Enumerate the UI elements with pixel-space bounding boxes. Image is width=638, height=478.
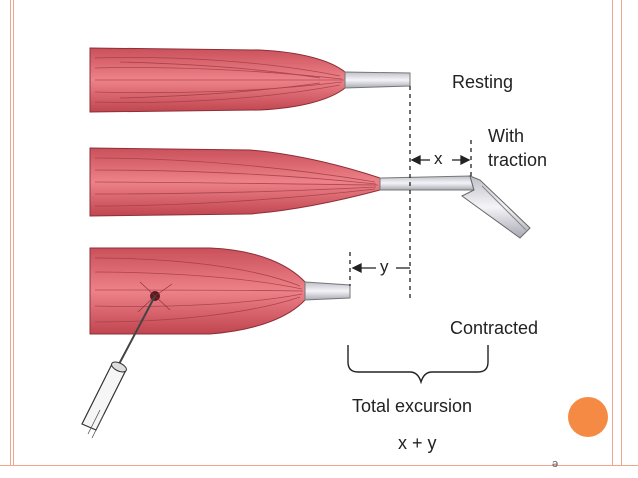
- label-y: y: [380, 257, 389, 276]
- label-contracted: Contracted: [450, 318, 539, 338]
- label-total-excursion: Total excursion: [352, 396, 473, 416]
- muscle-with-traction: [89, 147, 531, 239]
- reference-lines: [349, 86, 472, 298]
- tendon-contracted: [304, 281, 351, 301]
- slide-accent-dot: [568, 397, 608, 437]
- label-with: With: [488, 126, 524, 146]
- traction-clamp: [461, 175, 531, 239]
- electrode-needle: [81, 361, 127, 439]
- x-measure-arrows: [410, 154, 471, 166]
- muscle-contracted: [81, 247, 351, 439]
- tendon-resting: [344, 71, 411, 89]
- y-measure-arrows: [351, 262, 410, 274]
- corner-mark: ə: [552, 458, 559, 470]
- electrode-wire: [117, 295, 156, 367]
- slide-frame-left: [10, 0, 14, 478]
- label-resting: Resting: [452, 72, 514, 92]
- label-traction: traction: [488, 150, 548, 170]
- label-x: x: [434, 149, 443, 168]
- total-excursion-bracket: [347, 345, 489, 385]
- slide-frame-right: [612, 0, 622, 478]
- slide-frame-bottom: [0, 465, 638, 478]
- label-formula: x + y: [398, 433, 437, 453]
- tendon-with-traction: [379, 175, 475, 191]
- muscle-resting: [89, 47, 411, 113]
